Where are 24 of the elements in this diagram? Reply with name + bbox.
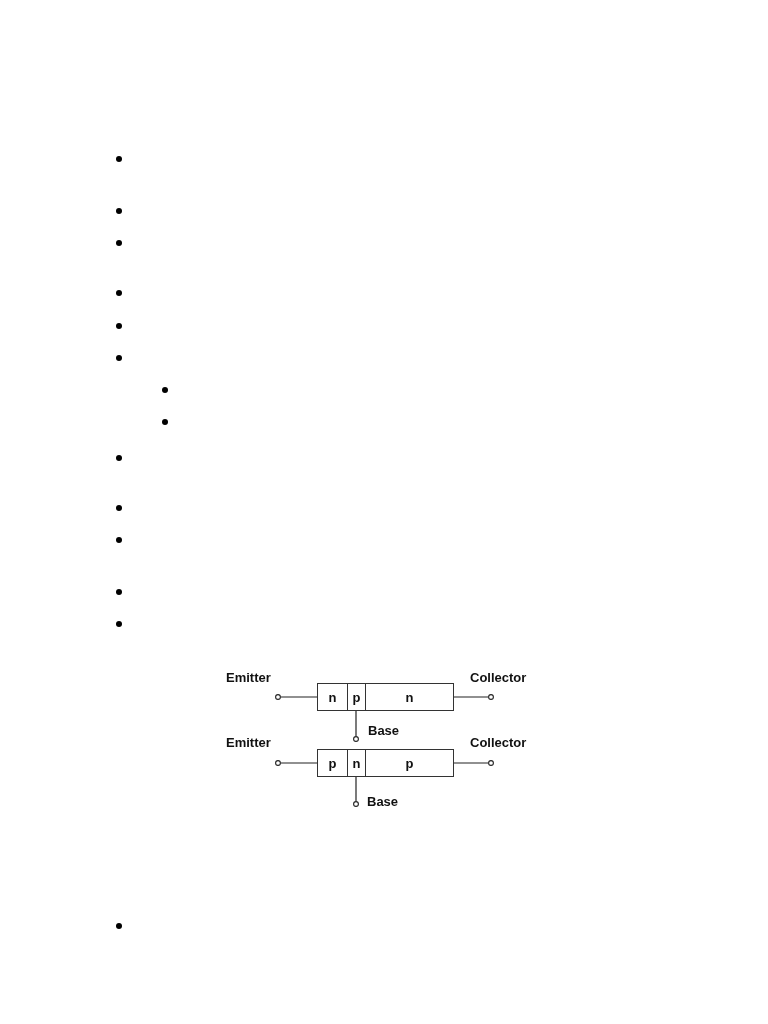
wire <box>453 696 489 698</box>
terminal-label: Base <box>367 794 399 809</box>
semiconductor-layer: n <box>317 683 348 711</box>
terminal-icon <box>353 801 359 807</box>
semiconductor-layer: n <box>347 749 366 777</box>
terminal-icon <box>275 760 281 766</box>
terminal-label: Emitter <box>226 735 271 750</box>
terminal-icon <box>488 694 494 700</box>
terminal-label: Collector <box>470 735 527 750</box>
terminal-icon <box>353 736 359 742</box>
semiconductor-layer: p <box>365 749 454 777</box>
semiconductor-layer: p <box>347 683 366 711</box>
terminal-label: Emitter <box>226 670 271 685</box>
terminal-icon <box>275 694 281 700</box>
wire <box>280 696 318 698</box>
semiconductor-layer: n <box>365 683 454 711</box>
wire <box>355 710 357 737</box>
terminal-icon <box>488 760 494 766</box>
terminal-label: Base <box>368 723 400 738</box>
wire <box>280 762 318 764</box>
wire <box>355 776 357 802</box>
terminal-label: Collector <box>470 670 527 685</box>
semiconductor-layer: p <box>317 749 348 777</box>
wire <box>453 762 489 764</box>
